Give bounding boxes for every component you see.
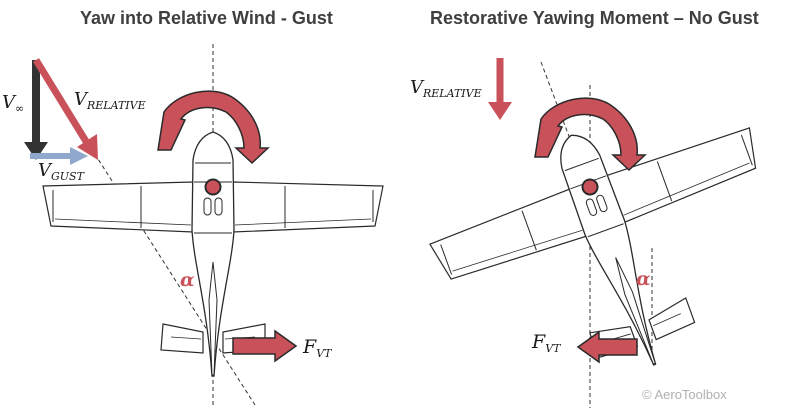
left-aircraft bbox=[42, 131, 384, 377]
v-infinity-label: V∞ bbox=[2, 92, 25, 115]
right-fvt-arrow bbox=[576, 330, 638, 364]
left-fvt-arrow bbox=[232, 329, 298, 363]
left-alpha-label: α bbox=[180, 269, 195, 291]
v-gust-label: VGUST bbox=[38, 160, 84, 183]
v-relative-label-left: VRELATIVE bbox=[74, 89, 146, 112]
left-panel-title: Yaw into Relative Wind - Gust bbox=[80, 8, 333, 28]
left-yaw-arrow bbox=[157, 90, 270, 165]
v-infinity-arrow-head bbox=[24, 142, 48, 160]
v-relative-arrow-shaft-left bbox=[33, 58, 90, 145]
right-aircraft bbox=[410, 76, 796, 412]
right-yaw-arrow bbox=[534, 97, 647, 172]
copyright-credit: © AeroToolbox bbox=[642, 387, 727, 402]
right-alpha-label: α bbox=[636, 268, 651, 290]
v-relative-arrow-head-right bbox=[488, 102, 512, 120]
v-gust-arrow-head bbox=[70, 147, 88, 165]
right-panel-title: Restorative Yawing Moment – No Gust bbox=[430, 8, 759, 28]
right-fvt-label: FVT bbox=[532, 331, 561, 355]
left-fvt-label: FVT bbox=[303, 336, 332, 360]
v-relative-label-right: VRELATIVE bbox=[410, 77, 482, 100]
v-relative-arrow-head-left bbox=[77, 134, 98, 160]
